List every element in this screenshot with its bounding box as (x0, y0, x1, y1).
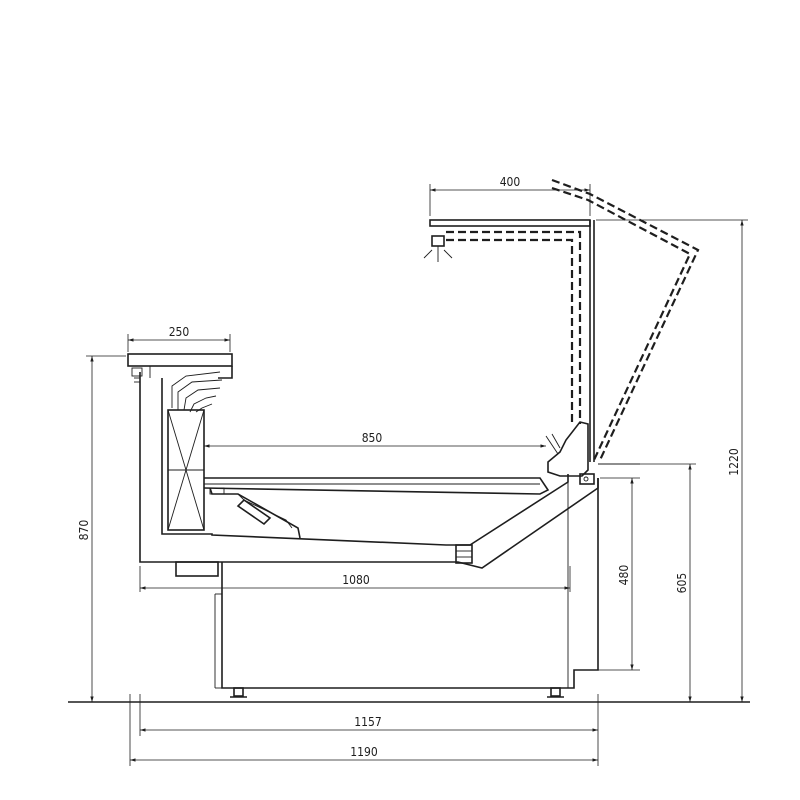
dim-1157: 1157 (139, 694, 599, 736)
dim-1190-label: 1190 (350, 745, 378, 759)
fan-motor (455, 544, 473, 564)
dim-1157-label: 1157 (354, 715, 381, 729)
open-glass-position (551, 178, 700, 461)
front-glass-holder (545, 421, 640, 485)
dim-1190: 1190 (129, 694, 599, 766)
rear-counter (127, 353, 233, 413)
display-shelf (203, 477, 550, 539)
dim-850-label: 850 (362, 431, 383, 445)
base-cabinet (214, 474, 599, 698)
dim-850: 850 (204, 431, 546, 448)
lamp-icon (431, 235, 445, 247)
glass-canopy (423, 219, 595, 462)
dim-605: 605 (600, 463, 696, 703)
foot-left (233, 687, 244, 697)
dim-1220: 1220 (596, 219, 748, 703)
inner-glass-dashed (446, 230, 582, 424)
dim-605-label: 605 (675, 573, 689, 594)
dim-250-label: 250 (169, 325, 190, 339)
dim-250: 250 (127, 325, 231, 352)
dim-400: 400 (429, 175, 591, 216)
dim-1080: 1080 (139, 566, 571, 592)
foot-right (550, 687, 561, 697)
dim-1220-label: 1220 (727, 448, 741, 476)
display-tank (139, 372, 599, 577)
dim-1080-label: 1080 (342, 573, 370, 587)
drip-tray (175, 561, 219, 577)
dim-480: 480 (578, 477, 640, 671)
dim-870: 870 (77, 355, 126, 702)
dim-400-label: 400 (500, 175, 521, 189)
evaporator-unit (167, 409, 205, 531)
dim-870-label: 870 (77, 520, 91, 541)
dim-480-label: 480 (617, 565, 631, 586)
